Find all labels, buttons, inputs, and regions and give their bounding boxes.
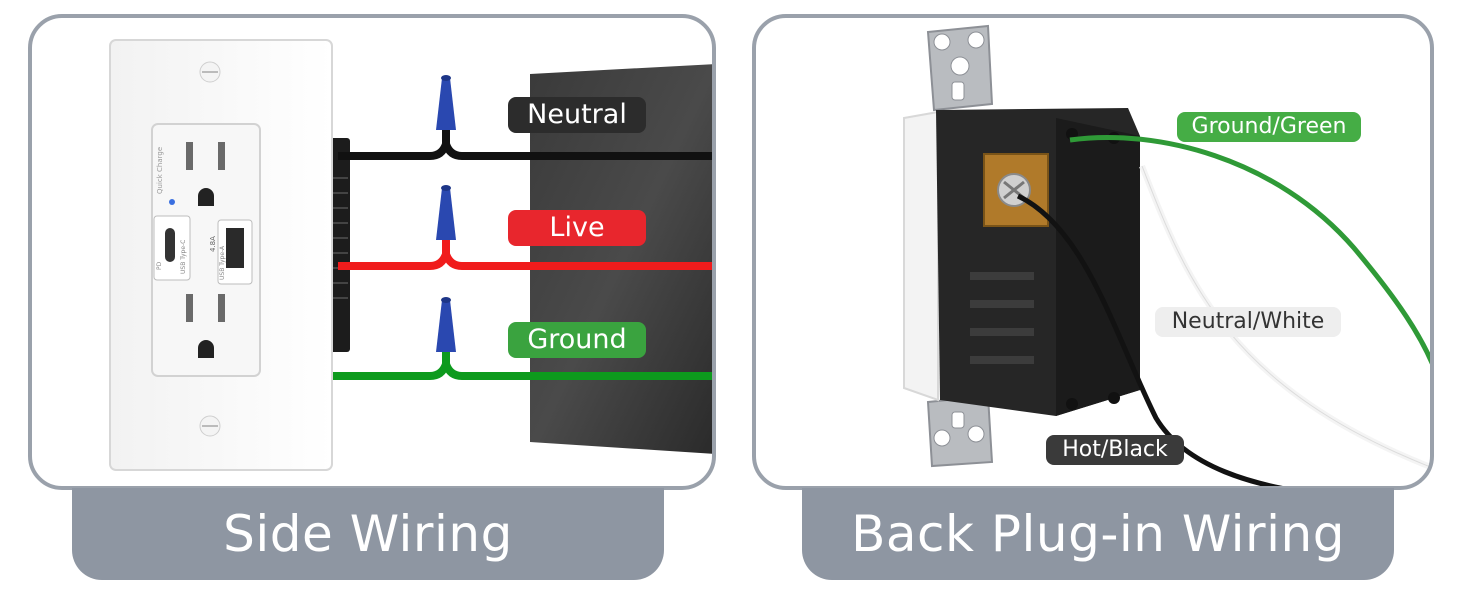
usb-c-port xyxy=(165,228,175,262)
wire-nut-ground xyxy=(436,297,456,352)
rating-marking: 4.8A xyxy=(209,236,217,252)
neutral-wire xyxy=(338,130,712,160)
side-wiring-illustration: Quick Charge PD USB Type-C 4.8A USB Type… xyxy=(109,39,712,471)
side-wiring-caption: Side Wiring xyxy=(72,488,664,580)
side-wiring-panel: Quick Charge PD USB Type-C 4.8A USB Type… xyxy=(28,14,716,490)
quick-charge-marking: Quick Charge xyxy=(156,147,164,194)
wire-nut-neutral xyxy=(436,75,456,130)
usb-c-marking: USB Type-C xyxy=(180,240,187,274)
top-outlet xyxy=(186,142,225,206)
live-wire xyxy=(338,240,712,270)
usb-a-marking: USB Type-A xyxy=(219,245,226,280)
ground-green-wire xyxy=(1069,135,1430,365)
back-wiring-panel xyxy=(752,14,1434,490)
pd-marking: PD xyxy=(156,261,163,270)
usb-a-port xyxy=(226,228,244,268)
receptacle-front-edge xyxy=(903,110,939,402)
back-slots xyxy=(970,272,1034,364)
wire-nut-live xyxy=(436,185,456,240)
hot-black-label: Hot/Black xyxy=(1046,435,1184,465)
charge-indicator-led xyxy=(169,199,175,205)
neutral-label: Neutral xyxy=(508,97,646,133)
ground-green-label: Ground/Green xyxy=(1177,112,1361,142)
bottom-outlet xyxy=(186,294,225,358)
back-wiring-illustration xyxy=(903,24,1430,486)
ground-wire xyxy=(332,352,712,380)
neutral-white-label: Neutral/White xyxy=(1155,307,1341,337)
receptacle-face xyxy=(151,123,261,377)
hot-black-wire xyxy=(1016,193,1284,486)
mounting-strap-bottom xyxy=(926,394,994,468)
back-wiring-caption: Back Plug-in Wiring xyxy=(802,488,1394,580)
mounting-strap-top xyxy=(926,24,994,112)
ground-label: Ground xyxy=(508,322,646,358)
live-label: Live xyxy=(508,210,646,246)
